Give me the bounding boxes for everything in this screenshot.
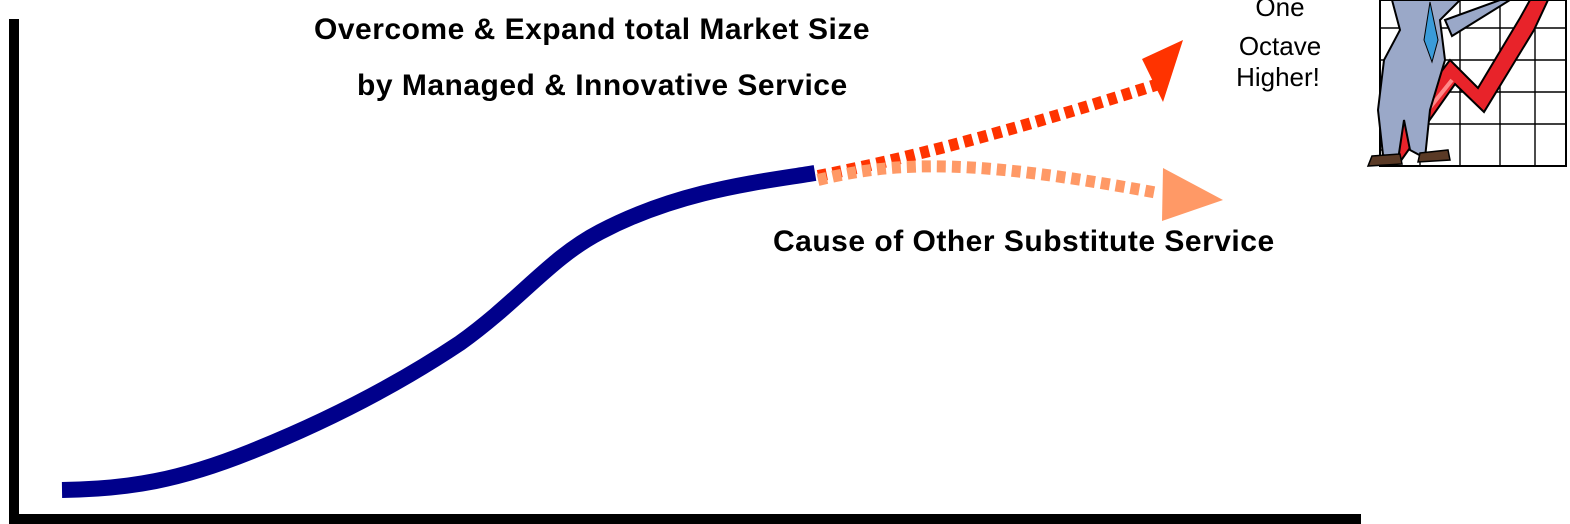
y-axis [9, 19, 19, 524]
callout-line-2: Octave [1238, 31, 1322, 61]
callout-line-1: One [1255, 0, 1305, 22]
expand-label-line-1: Overcome & Expand total Market Size [314, 13, 871, 46]
businessman-pointing-at-rising-chart-icon [1366, 0, 1567, 167]
substitute-arrow-line [816, 160, 1160, 199]
growth-curve [61, 165, 817, 498]
substitute-label: Cause of Other Substitute Service [773, 225, 1275, 258]
expand-label-line-2: by Managed & Innovative Service [357, 69, 848, 102]
x-axis [9, 514, 1361, 524]
expand-arrow-line [816, 76, 1167, 182]
expand-arrowhead [1142, 40, 1183, 102]
substitute-arrowhead [1162, 168, 1223, 221]
callout-line-3: Higher! [1236, 62, 1320, 92]
